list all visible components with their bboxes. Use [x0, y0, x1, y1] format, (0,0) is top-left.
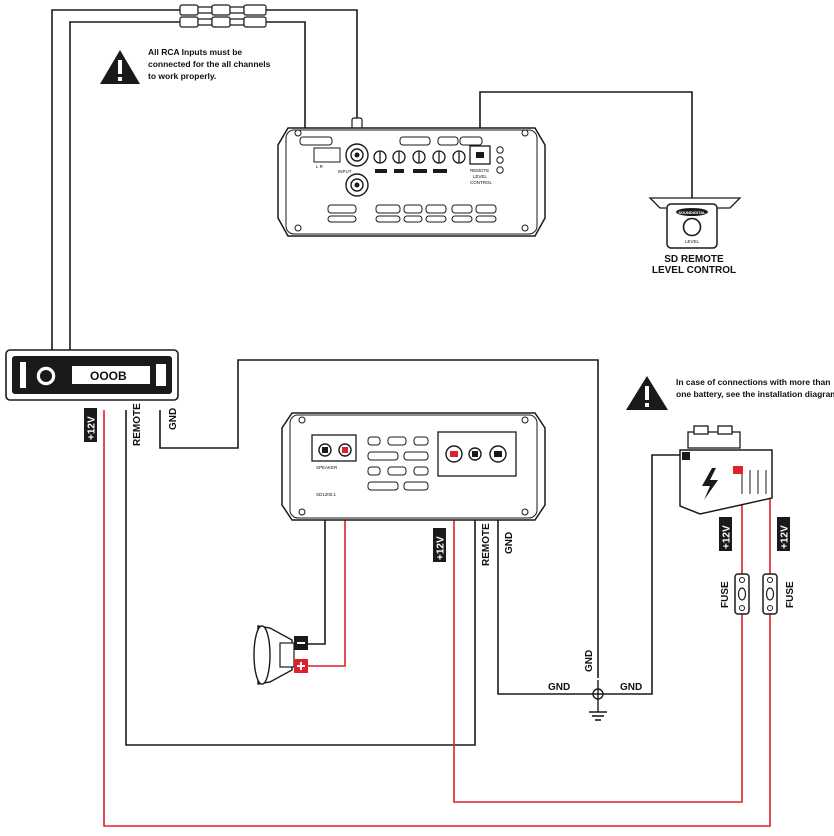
amplifier-4ch: L R INPUT REMOTE LEVEL CONTROL	[277, 127, 546, 237]
ground-symbol-icon	[585, 680, 612, 721]
label-fuse-left: FUSE	[720, 581, 731, 608]
rca-cable-left	[51, 9, 358, 352]
rca-note-line-3: to work properly.	[148, 71, 216, 81]
svg-text:+12V: +12V	[780, 525, 791, 549]
amp-speaker-label: SPEAKER	[316, 465, 338, 470]
battery-gnd-wire	[612, 454, 682, 695]
amp-12v-wire	[453, 458, 743, 803]
speaker-pos-wire	[308, 458, 346, 667]
headunit-gnd-wire	[159, 359, 599, 678]
warning-triangle-icon	[626, 376, 668, 410]
remote-knob[interactable]	[682, 217, 702, 237]
amp-gnd-wire	[497, 458, 585, 695]
amp-knobs	[373, 150, 466, 164]
remote-knob-label: LEVEL	[685, 239, 700, 244]
battery-note-line-2: one battery, see the installation diagra…	[676, 389, 834, 399]
amp-rlc-label-3: CONTROL	[470, 180, 492, 185]
remote-level-cable	[479, 91, 693, 198]
amp-input-channels: L R	[316, 164, 324, 169]
svg-text:+12V: +12V	[87, 416, 98, 440]
remote-name-line-1: SD REMOTE	[664, 254, 724, 265]
head-unit: OOOB	[5, 349, 179, 401]
rca-connectors	[179, 4, 363, 191]
remote-wire	[125, 410, 476, 746]
tag-amp-12v: +12V	[433, 528, 447, 562]
amp-model: SD1200.1	[316, 492, 337, 497]
speaker	[253, 625, 308, 685]
fuse-right	[762, 573, 778, 615]
tag-hu-12v: +12V	[84, 408, 98, 442]
amplifier-mono: SPEAKER SD1200.1	[281, 412, 546, 521]
label-hu-remote: REMOTE	[132, 403, 143, 446]
remote-name-line-2: LEVEL CONTROL	[652, 265, 736, 276]
sd-remote-level-control: SOUNDIGITAL LEVEL SD REMOTE LEVEL CONTRO…	[648, 197, 742, 276]
rca-plug-pair-bottom	[179, 16, 267, 28]
warning-triangle-icon	[100, 50, 140, 84]
amp-input-label: INPUT	[338, 169, 352, 174]
label-amp-gnd: GND	[504, 532, 515, 554]
battery-note-line-1: In case of connections with more than	[676, 377, 830, 387]
tag-batt-12v-right: +12V	[777, 517, 791, 551]
rca-note-line-2: connected for the all channels	[148, 59, 271, 69]
rca-plug-pair-top	[179, 4, 267, 16]
black-wires	[51, 9, 693, 746]
headunit-display: OOOB	[90, 369, 127, 383]
battery	[679, 425, 773, 515]
tag-batt-12v-left: +12V	[719, 517, 733, 551]
label-ground-left: GND	[548, 682, 570, 693]
svg-text:+12V: +12V	[436, 536, 447, 560]
svg-text:+12V: +12V	[722, 525, 733, 549]
label-ground-top: GND	[584, 650, 595, 672]
remote-brand: SOUNDIGITAL	[678, 210, 706, 215]
battery-warning: In case of connections with more than on…	[626, 376, 834, 410]
rca-note-line-1: All RCA Inputs must be	[148, 47, 242, 57]
label-amp-remote: REMOTE	[481, 523, 492, 566]
rca-warning: All RCA Inputs must be connected for the…	[100, 47, 271, 84]
amp-rlc-label-1: REMOTE	[470, 168, 489, 173]
label-hu-gnd: GND	[168, 408, 179, 430]
label-ground-right: GND	[620, 682, 642, 693]
lightning-icon	[702, 468, 718, 500]
amp-rlc-label-2: LEVEL	[473, 174, 488, 179]
label-fuse-right: FUSE	[785, 581, 796, 608]
headunit-12v-wire	[103, 410, 771, 827]
fuse-left	[734, 573, 750, 615]
